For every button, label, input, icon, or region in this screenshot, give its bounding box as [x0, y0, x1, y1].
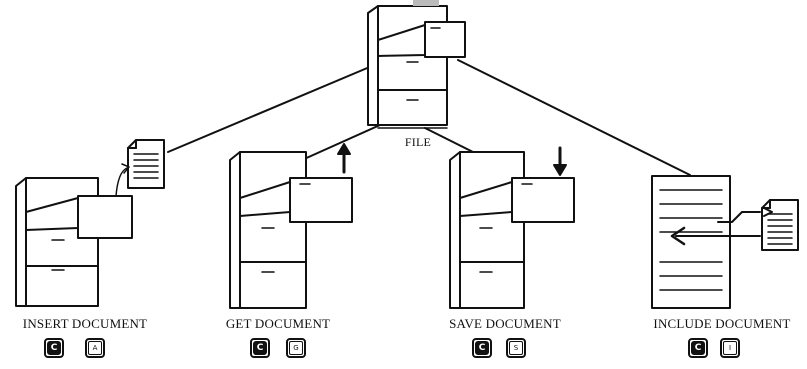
file-cabinet-icon	[367, 5, 466, 129]
key-a: A	[85, 338, 105, 358]
connector-lines	[167, 59, 691, 176]
arrow-up-icon	[337, 143, 351, 174]
insert-document-label: INSERT DOCUMENT	[22, 316, 148, 331]
commodore-key-icon: C	[44, 338, 64, 358]
file-cabinet-icon	[15, 177, 133, 307]
arrow-left-icon	[670, 207, 773, 246]
file-label: FILE	[404, 135, 432, 149]
commodore-key-icon: C	[250, 338, 270, 358]
key-s: S	[506, 338, 526, 358]
document-icon	[127, 139, 165, 189]
arrow-down-icon	[553, 146, 567, 176]
document-icon	[761, 199, 799, 251]
file-cabinet-icon	[449, 151, 575, 309]
commodore-key-icon: C	[472, 338, 492, 358]
commodore-key-icon: C	[688, 338, 708, 358]
get-document-label: GET DOCUMENT	[225, 316, 331, 331]
include-document-label: INCLUDE DOCUMENT	[653, 316, 791, 331]
document-icon	[651, 175, 731, 309]
save-document-label: SAVE DOCUMENT	[449, 316, 561, 331]
key-i: I	[720, 338, 740, 358]
key-g: G	[286, 338, 306, 358]
file-cabinet-icon	[229, 151, 353, 309]
